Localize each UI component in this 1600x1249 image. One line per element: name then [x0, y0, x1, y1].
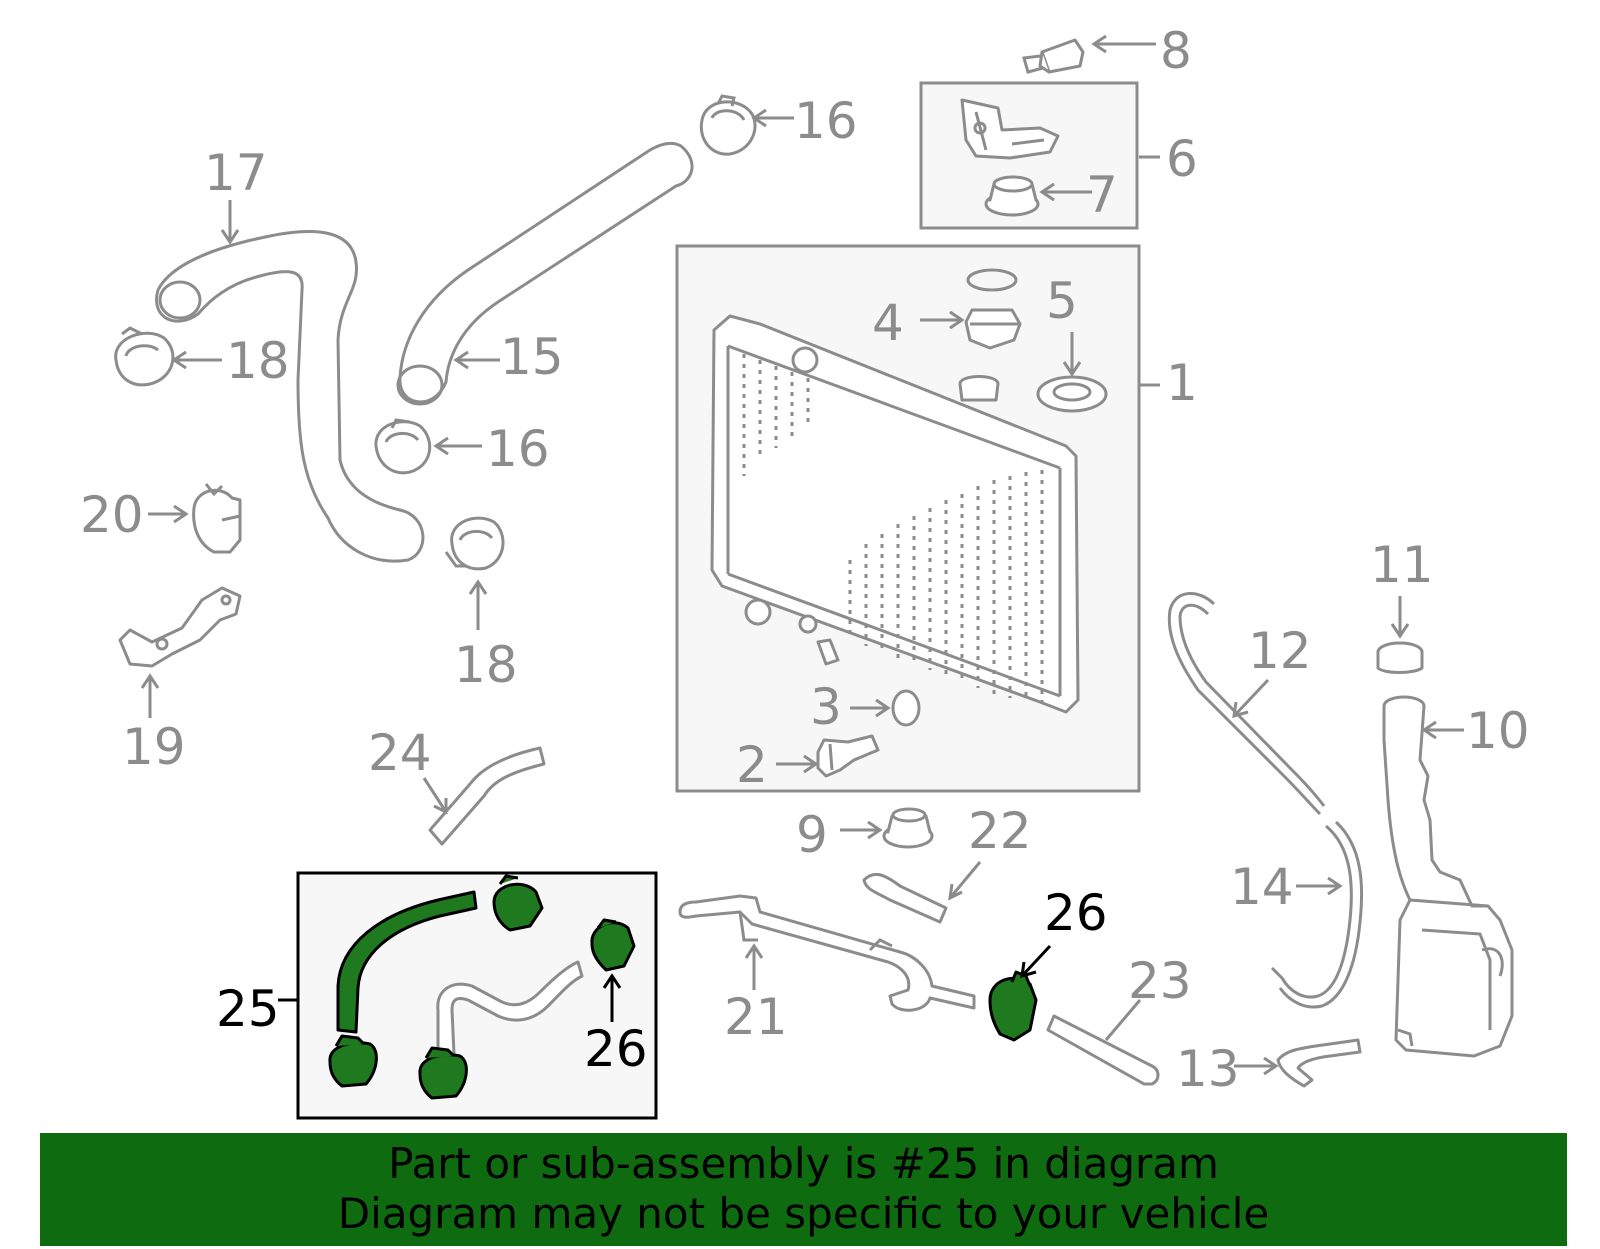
overflow-hose-part: [1167, 592, 1322, 816]
gasket-part: [1036, 375, 1108, 413]
callout-7: 7: [1086, 166, 1118, 224]
arrow-13: [1234, 1056, 1279, 1076]
clamp-25-left-part: [328, 1034, 378, 1088]
hose-25-wavy-part: [436, 960, 584, 1056]
callout-18-left: 18: [226, 332, 290, 390]
clamp-mid-part: [374, 418, 432, 475]
callout-23: 23: [1128, 952, 1192, 1010]
clamp-25-bottom-part: [418, 1046, 468, 1100]
arrow-2: [776, 754, 819, 774]
water-pipe-part: [678, 894, 976, 1012]
callout-25: 25: [216, 980, 280, 1038]
callout-12: 12: [1248, 622, 1312, 680]
washer-tube-part-edge: [1278, 820, 1364, 1009]
callout-5: 5: [1046, 272, 1078, 330]
arrow-5: [1062, 332, 1082, 377]
arrow-12: [1232, 678, 1270, 719]
arrow-11: [1390, 596, 1410, 639]
hose-25-curved-part: [336, 890, 478, 1034]
arrow-17: [220, 200, 240, 245]
grommet-lower-part: [882, 807, 934, 849]
callout-20: 20: [80, 486, 144, 544]
arrow-18-lower: [468, 579, 488, 630]
callout-4: 4: [872, 294, 904, 352]
clip-part: [192, 483, 242, 554]
arrow-7: [1039, 182, 1092, 202]
arrow-15: [453, 350, 500, 370]
clamp-25-top-part: [492, 874, 544, 932]
clamp-lower-part: [444, 516, 505, 571]
arrow-4: [920, 310, 965, 330]
callout-17: 17: [204, 144, 268, 202]
arrow-26-left: [602, 973, 622, 1022]
callout-3: 3: [810, 678, 842, 736]
callout-6: 6: [1166, 130, 1198, 188]
radiator-cap-part: [964, 268, 1022, 350]
arrow-22: [948, 861, 982, 901]
callout-18-lower: 18: [454, 636, 518, 694]
clamp-26-left-part: [590, 918, 636, 972]
bracket-part: [960, 98, 1060, 160]
arrow-23: [1104, 999, 1142, 1041]
arrow-9: [840, 820, 883, 840]
reservoir-cap-part: [1376, 641, 1424, 674]
upper-hose-end: [396, 364, 444, 406]
callout-10: 10: [1466, 702, 1530, 760]
arrow-16-mid: [433, 436, 482, 456]
sensor-part: [816, 734, 880, 778]
banner-line-2: Diagram may not be specific to your vehi…: [337, 1189, 1270, 1238]
callout-9: 9: [796, 806, 828, 864]
clamp-top-part: [699, 94, 757, 156]
bolt-part: [1022, 38, 1085, 74]
callout-21: 21: [724, 988, 788, 1046]
reservoir-part: [1382, 695, 1514, 1058]
washer-tube-part: [1270, 824, 1353, 999]
callout-16-mid: 16: [486, 420, 550, 478]
callout-14: 14: [1230, 858, 1294, 916]
arrow-19: [140, 673, 160, 718]
arrow-21: [744, 943, 764, 990]
arrow-10: [1421, 720, 1464, 740]
clamp-26-right-part: [988, 970, 1038, 1042]
callout-13: 13: [1176, 1040, 1240, 1098]
callout-26-right: 26: [1044, 884, 1108, 942]
arrow-8: [1091, 34, 1156, 54]
o-ring-part: [891, 689, 921, 727]
callout-26-left: 26: [584, 1020, 648, 1078]
arrow-24: [422, 777, 448, 815]
short-hose-part: [1276, 1038, 1362, 1088]
arrow-16-top: [751, 108, 794, 128]
banner-line-1: Part or sub-assembly is #25 in diagram: [388, 1139, 1219, 1188]
overflow-hose-part-edge: [1178, 603, 1326, 807]
radiator-part: [710, 314, 1080, 714]
bypass-hose-part: [862, 872, 948, 924]
callout-15: 15: [500, 328, 564, 386]
callout-16-top: 16: [794, 92, 858, 150]
arrow-14: [1296, 876, 1343, 896]
hose-bracket-part: [118, 586, 242, 668]
arrow-3: [850, 698, 891, 718]
small-hose-part: [428, 746, 546, 846]
callout-8: 8: [1160, 22, 1192, 80]
lower-hose-part: [155, 230, 425, 563]
callout-1: 1: [1166, 354, 1198, 412]
callout-22: 22: [968, 802, 1032, 860]
arrow-26-right: [1020, 944, 1052, 979]
info-banner: Part or sub-assembly is #25 in diagram D…: [40, 1133, 1567, 1246]
callout-19: 19: [122, 718, 186, 776]
clamp-left-part: [114, 326, 175, 387]
arrow-20: [148, 504, 189, 524]
callout-11: 11: [1370, 536, 1434, 594]
lower-hose-end: [158, 280, 202, 320]
grommet-part: [984, 175, 1040, 217]
callout-2: 2: [736, 736, 768, 794]
arrow-18-left: [171, 350, 222, 370]
callout-24: 24: [368, 724, 432, 782]
upper-hose-part: [398, 141, 694, 404]
drain-hose-part: [1046, 1014, 1160, 1086]
